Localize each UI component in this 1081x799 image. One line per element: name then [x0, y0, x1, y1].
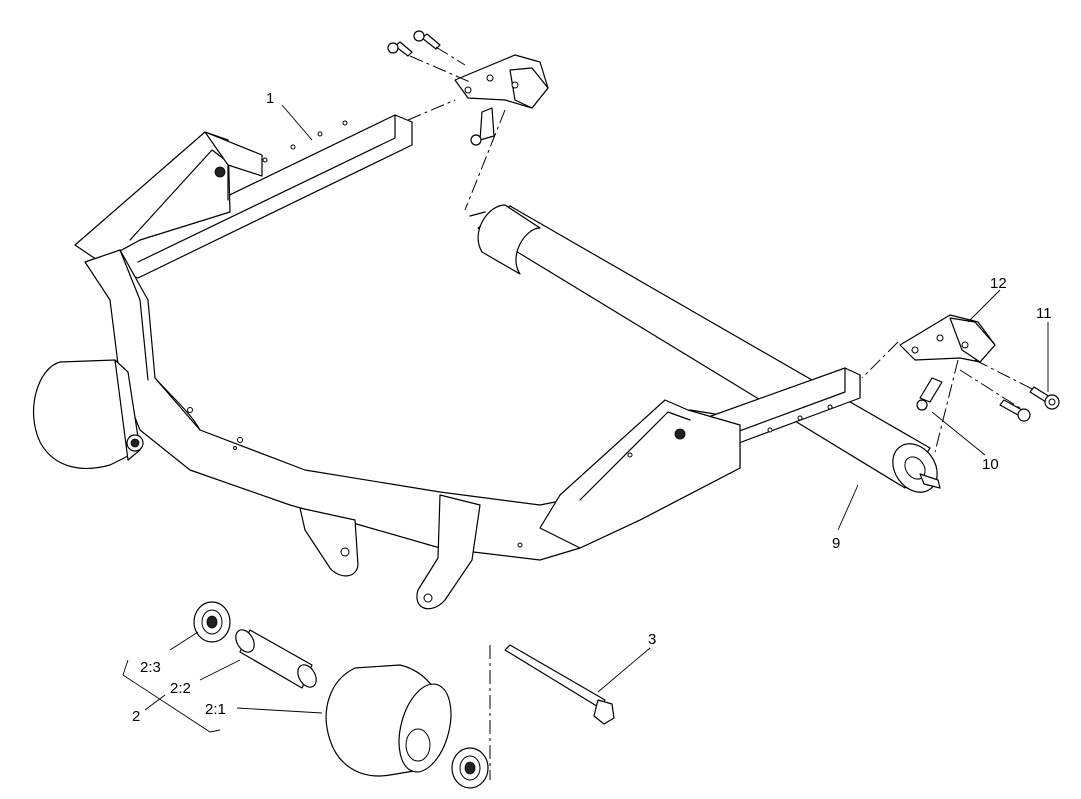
callout-1: 1 — [266, 90, 274, 107]
callout-2-3: 2:3 — [140, 659, 161, 676]
callout-11: 11 — [1036, 305, 1052, 322]
bolts-part-11 — [999, 386, 1060, 422]
callout-12: 12 — [990, 275, 1007, 292]
right-bracket-part-12 — [861, 314, 1051, 453]
roller-assembly-part-2 — [193, 601, 489, 789]
callout-2: 2 — [132, 708, 140, 725]
callout-9: 9 — [832, 535, 840, 552]
callout-2-1: 2:1 — [205, 701, 226, 718]
frame-part-1 — [74, 114, 861, 610]
callout-3: 3 — [648, 631, 656, 648]
callout-2-2: 2:2 — [170, 680, 191, 697]
upper-bracket-assembly — [387, 30, 549, 211]
front-left-roller — [32, 359, 144, 470]
rear-roller-part-9 — [469, 204, 941, 493]
bolt-part-10 — [916, 377, 943, 411]
bolt-part-3 — [489, 644, 615, 780]
callout-10: 10 — [982, 456, 999, 473]
leader-lines — [122, 104, 1049, 733]
